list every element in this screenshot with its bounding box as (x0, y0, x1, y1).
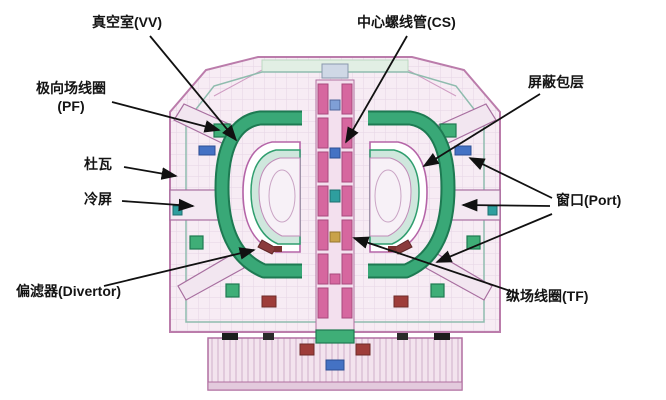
misc-components (261, 295, 409, 371)
label-shield-blanket: 屏蔽包层 (528, 74, 584, 90)
label-dewar: 杜瓦 (84, 156, 112, 172)
label-vacuum-vessel: 真空室(VV) (92, 14, 162, 30)
arrow-port-upper (468, 157, 553, 199)
label-divertor: 偏滤器(Divertor) (16, 283, 122, 299)
machine-base (207, 337, 463, 391)
label-cold-shield: 冷屏 (84, 191, 112, 207)
label-tf-coil: 纵场线圈(TF) (506, 288, 589, 304)
arrow-port-lower (435, 213, 553, 263)
central-solenoid (315, 63, 355, 344)
label-port: 窗口(Port) (556, 192, 622, 208)
arrow-divertor (103, 247, 256, 287)
annotation-arrows (103, 35, 553, 295)
arrow-vacuum-vessel (149, 35, 238, 142)
label-pf-coil: 极向场线圈 (PF) (36, 80, 106, 114)
arrow-shield-blanket (422, 93, 541, 167)
vacuum-vessel-left (242, 141, 301, 255)
arrow-central-solenoid (345, 35, 408, 144)
arrow-port-mid (461, 198, 551, 212)
arrow-pf-coil (111, 101, 221, 133)
vacuum-vessel-right (369, 141, 428, 255)
arrow-dewar (123, 166, 178, 180)
tf-coil-right (368, 110, 456, 279)
arrow-cold-shield (121, 198, 195, 212)
arrow-tf-coil (352, 236, 520, 295)
label-central-solenoid: 中心螺线管(CS) (357, 14, 456, 30)
